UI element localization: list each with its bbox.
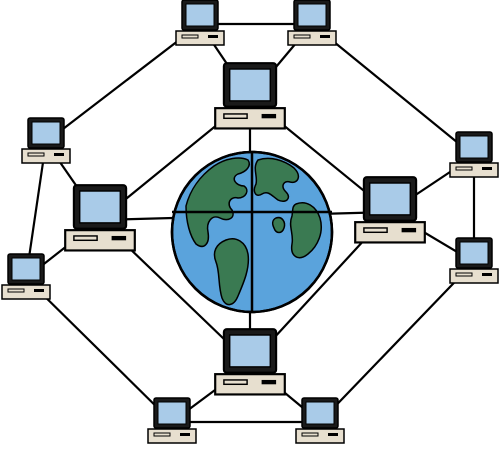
indicator-lights (482, 167, 492, 170)
indicator-lights (401, 227, 417, 233)
indicator-lights (111, 235, 127, 241)
drive-slot (223, 113, 248, 120)
globe-outline (170, 150, 334, 314)
monitor-screen (157, 401, 187, 425)
indicator-lights (261, 379, 277, 385)
indicator-lights (208, 35, 218, 38)
globe-icon (170, 150, 334, 314)
indicator-lights (34, 289, 44, 292)
monitor-screen (459, 135, 489, 159)
computer-icon-right-upper (449, 131, 499, 178)
drive-slot (223, 379, 248, 386)
monitor-screen (185, 3, 215, 27)
drive-slot (455, 272, 473, 277)
computer-icon-bottom-left (147, 397, 197, 444)
monitor-screen (78, 190, 122, 224)
drive-slot (363, 227, 388, 234)
computer-icon-left-upper (21, 117, 71, 164)
monitor-screen (459, 241, 489, 265)
indicator-lights (261, 113, 277, 119)
indicator-lights (180, 433, 190, 436)
indicator-lights (320, 35, 330, 38)
drive-slot (181, 34, 199, 39)
indicator-lights (54, 153, 64, 156)
drive-slot (153, 432, 171, 437)
monitor-screen (228, 68, 272, 102)
monitor-screen (305, 401, 335, 425)
drive-slot (7, 288, 25, 293)
link-right-lower-to-bottom-right (319, 261, 475, 423)
drive-slot (301, 432, 319, 437)
monitor-screen (228, 334, 272, 368)
computer-base (214, 107, 286, 130)
computer-icon-right-center (354, 176, 426, 244)
computer-icon-bottom-right (295, 397, 345, 444)
computer-icon-top-left (175, 0, 225, 46)
monitor-screen (368, 182, 412, 216)
monitor-screen (31, 121, 61, 145)
monitor-screen (297, 3, 327, 27)
link-left-lower-to-bottom-left (25, 277, 173, 423)
drive-slot (455, 166, 473, 171)
monitor-screen (11, 257, 41, 281)
indicator-lights (328, 433, 338, 436)
link-top-left-to-left-upper (45, 23, 201, 143)
computer-icon-top-right (287, 0, 337, 46)
indicator-lights (482, 273, 492, 276)
link-top-right-to-right-upper (311, 23, 475, 157)
drive-slot (73, 235, 98, 242)
globe-continents (185, 157, 322, 306)
computer-icon-lower-center (214, 328, 286, 396)
drive-slot (293, 34, 311, 39)
computer-icon-left-center (64, 184, 136, 252)
drive-slot (27, 152, 45, 157)
computer-icon-right-lower (449, 237, 499, 284)
computer-icon-upper-center (214, 62, 286, 130)
computer-icon-left-lower (1, 253, 51, 300)
